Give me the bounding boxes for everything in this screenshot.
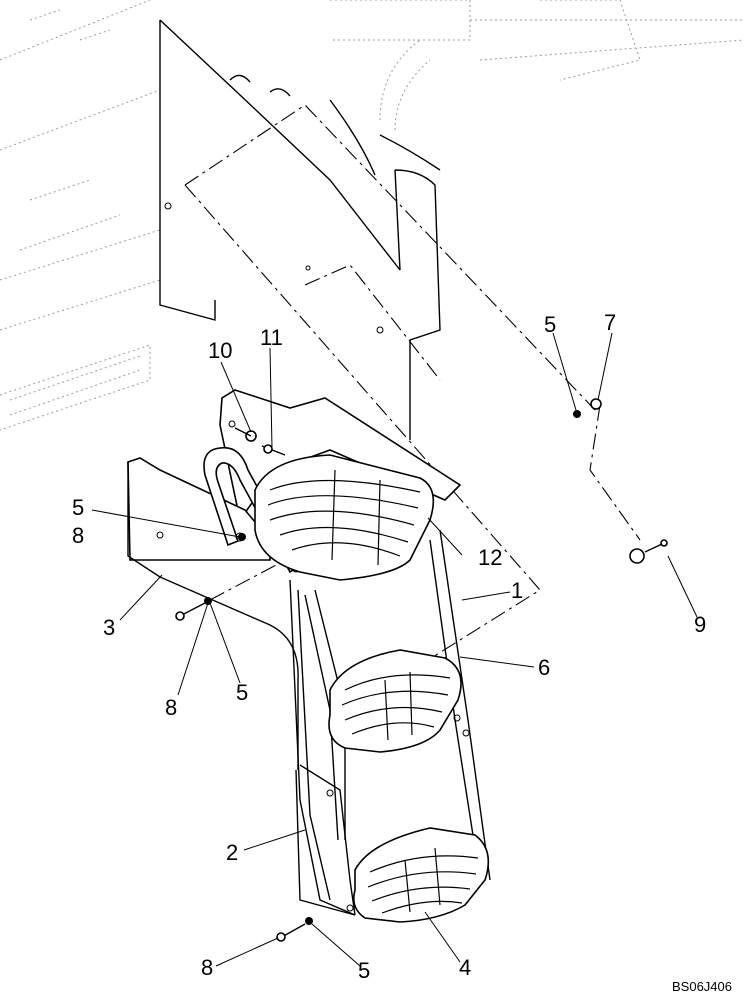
fender-bracket [159,19,441,440]
callout-7: 7 [604,310,616,335]
callout-11: 11 [260,325,283,350]
callout-8: 8 [72,523,84,548]
leader-lines [91,332,698,967]
callout-6: 6 [538,655,550,680]
step-bottom [352,827,490,923]
callout-8: 8 [201,955,213,980]
fasteners [175,398,668,942]
drawing-code: BS06J406 [672,979,732,994]
nut-7-hardware [573,398,602,418]
bolt-9-hardware [629,539,668,564]
callout-3: 3 [103,615,115,640]
bolt-11-hardware [261,444,286,456]
callout-1: 1 [511,578,523,603]
callout-8: 8 [165,695,177,720]
callout-labels: 10 11 5 7 5 8 12 1 3 9 6 8 5 2 8 5 4 [72,310,706,983]
machine-body-background [0,0,744,431]
step-top [254,454,435,581]
callout-9: 9 [694,612,706,637]
bolt-8-bottom-hardware [276,917,313,942]
callout-10: 10 [208,338,232,363]
callout-5: 5 [358,958,370,983]
callout-4: 4 [459,955,471,980]
callout-5: 5 [72,495,84,520]
callout-2: 2 [226,840,238,865]
callout-5: 5 [544,312,556,337]
step-middle [328,649,462,753]
callout-5: 5 [236,680,248,705]
callout-12: 12 [478,545,502,570]
bolt-8-left-hardware [175,597,212,621]
nut-5-handle-hardware [238,533,246,541]
